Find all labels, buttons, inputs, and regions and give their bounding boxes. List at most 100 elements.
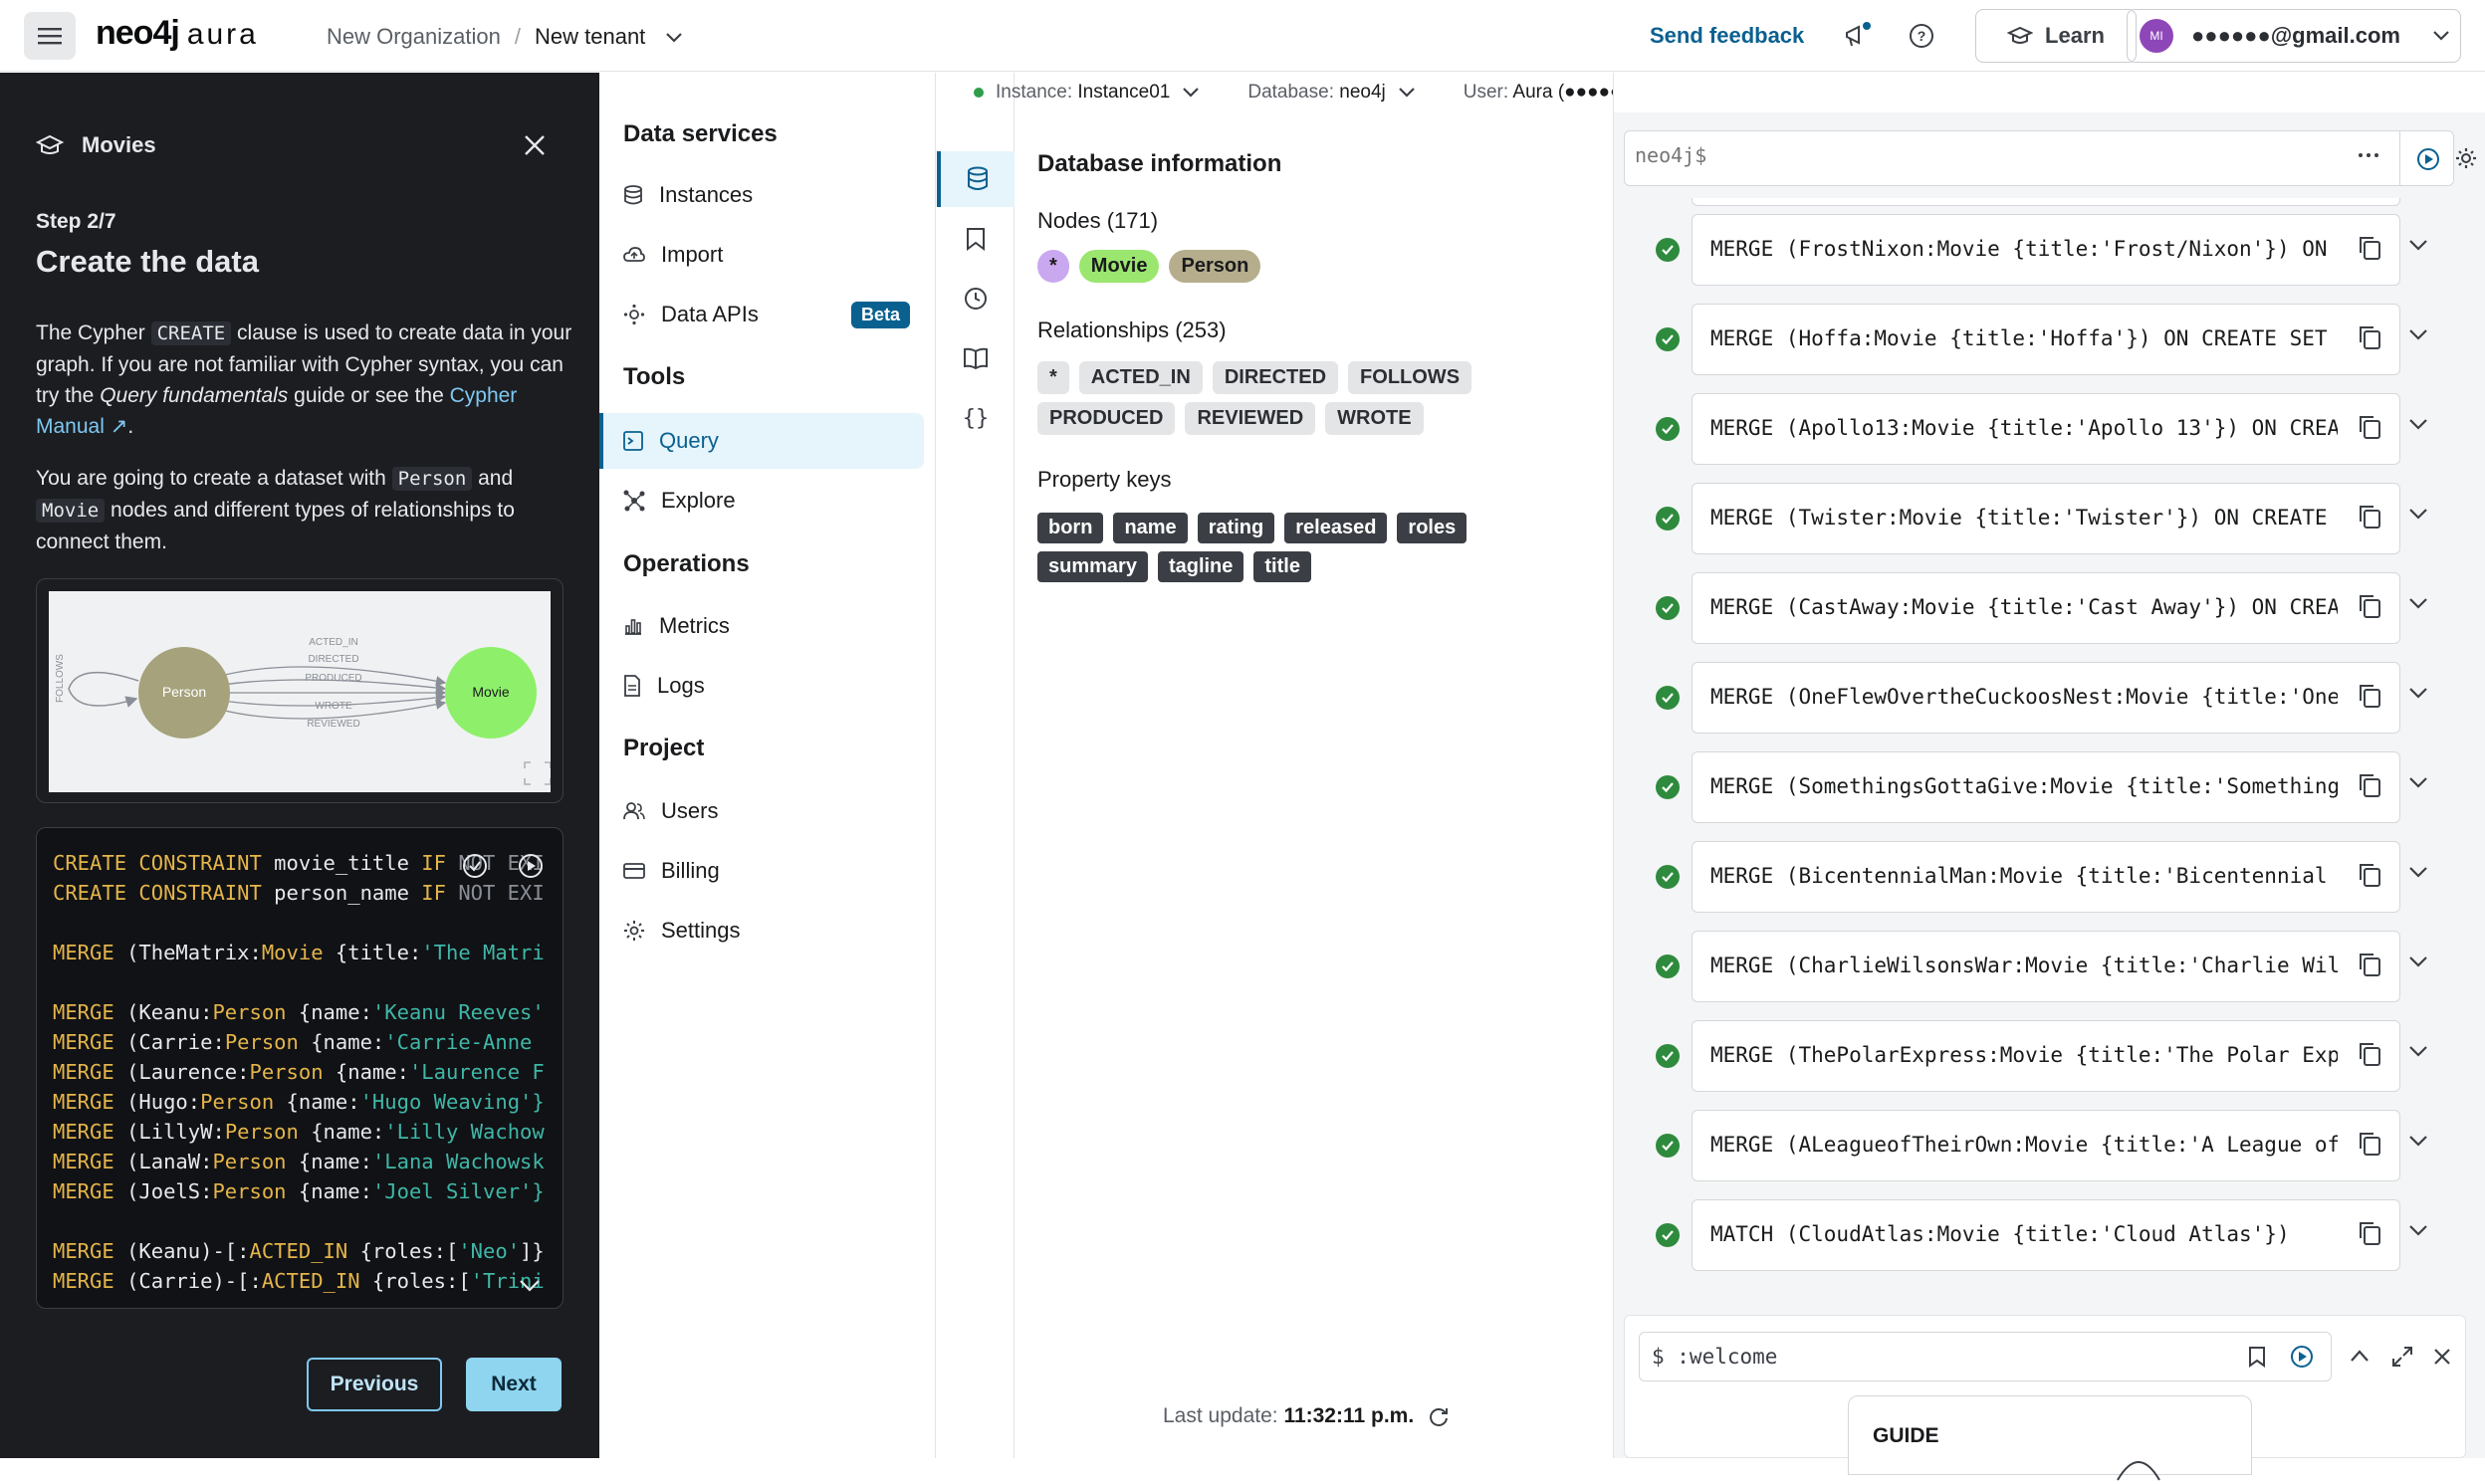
sidebar-item-data-apis[interactable]: Data APIs Beta: [599, 287, 924, 342]
sidebar-item-query[interactable]: Query: [599, 413, 924, 469]
frame-query-box[interactable]: MERGE (Twister:Movie {title:'Twister'}) …: [1692, 483, 2400, 554]
chevron-down-icon[interactable]: [2408, 596, 2428, 610]
node-label-chip[interactable]: Movie: [1078, 250, 1160, 283]
next-button[interactable]: Next: [466, 1358, 562, 1411]
copy-icon[interactable]: [2358, 504, 2381, 530]
chevron-down-icon[interactable]: [2408, 417, 2428, 431]
refresh-icon[interactable]: [1428, 1405, 1450, 1427]
sidebar-item-users[interactable]: Users: [599, 783, 924, 839]
frame-query-box[interactable]: MERGE (Apollo13:Movie {title:'Apollo 13'…: [1692, 393, 2400, 465]
megaphone-icon[interactable]: [1842, 20, 1874, 52]
query-frame[interactable]: MERGE (Apollo13:Movie {title:'Apollo 13'…: [1636, 393, 2428, 465]
query-frame[interactable]: MERGE (Hoffa:Movie {title:'Hoffa'}) ON C…: [1636, 304, 2428, 375]
copy-icon[interactable]: [2358, 324, 2381, 350]
frame-query-box[interactable]: MERGE (CharlieWilsonsWar:Movie {title:'C…: [1692, 931, 2400, 1002]
breadcrumb-tenant[interactable]: New tenant: [535, 24, 646, 49]
database-info-tab[interactable]: [937, 151, 1015, 207]
frame-query-box[interactable]: MATCH (CloudAtlas:Movie {title:'Cloud At…: [1692, 1199, 2400, 1271]
chevron-down-icon[interactable]: [2408, 238, 2428, 252]
expand-icon[interactable]: [524, 761, 551, 785]
query-frame[interactable]: MERGE (FrostNixon:Movie {title:'Frost/Ni…: [1636, 214, 2428, 286]
property-key-chip[interactable]: born: [1037, 513, 1104, 543]
chevron-down-icon[interactable]: [2408, 865, 2428, 879]
chevron-down-icon[interactable]: [1182, 87, 1200, 99]
relationship-chip[interactable]: WROTE: [1325, 402, 1424, 435]
run-icon[interactable]: [2290, 1345, 2314, 1369]
query-frame[interactable]: MATCH (CloudAtlas:Movie {title:'Cloud At…: [1636, 1199, 2428, 1271]
sidebar-item-billing[interactable]: Billing: [599, 843, 924, 899]
chevron-down-icon[interactable]: [2408, 1223, 2428, 1237]
query-frame[interactable]: MERGE (ThePolarExpress:Movie {title:'The…: [1636, 1020, 2428, 1092]
frame-query-box[interactable]: MERGE (Hoffa:Movie {title:'Hoffa'}) ON C…: [1692, 304, 2400, 375]
frame-command[interactable]: $ :welcome: [1639, 1332, 2332, 1381]
send-feedback-link[interactable]: Send feedback: [1650, 23, 1805, 48]
saved-cypher-tab[interactable]: [937, 211, 1015, 267]
fullscreen-icon[interactable]: [2391, 1346, 2413, 1368]
property-key-chip[interactable]: summary: [1037, 551, 1148, 582]
relationship-chip[interactable]: REVIEWED: [1185, 402, 1316, 435]
query-frame[interactable]: MERGE (OneFlewOvertheCuckoosNest:Movie {…: [1636, 662, 2428, 734]
guides-tab[interactable]: [937, 330, 1015, 386]
close-icon[interactable]: [2433, 1348, 2451, 1366]
property-key-chip[interactable]: rating: [1197, 513, 1275, 543]
frame-query-box[interactable]: MERGE (CastAway:Movie {title:'Cast Away'…: [1692, 572, 2400, 644]
account-menu[interactable]: MI ●●●●●●@gmail.com: [2127, 9, 2461, 63]
copy-icon[interactable]: [2358, 862, 2381, 888]
node-label-chip[interactable]: Person: [1169, 250, 1261, 283]
relationship-chip[interactable]: DIRECTED: [1212, 361, 1339, 394]
frame-query-box[interactable]: MERGE (BicentennialMan:Movie {title:'Bic…: [1692, 841, 2400, 913]
guide-card[interactable]: GUIDE: [1848, 1395, 2252, 1481]
query-frame[interactable]: MERGE (CharlieWilsonsWar:Movie {title:'C…: [1636, 931, 2428, 1002]
more-options-icon[interactable]: [2358, 151, 2379, 159]
node-label-chip[interactable]: *: [1037, 250, 1069, 283]
learn-button[interactable]: Learn: [1975, 9, 2137, 63]
property-key-chip[interactable]: name: [1113, 513, 1188, 543]
frame-query-box[interactable]: MERGE (ALeagueofTheirOwn:Movie {title:'A…: [1692, 1110, 2400, 1181]
parameters-tab[interactable]: {}: [937, 390, 1015, 446]
copy-icon[interactable]: [2358, 772, 2381, 798]
frames-scroll-area[interactable]: MERGE (FrostNixon:Movie {title:'Frost/Ni…: [1636, 198, 2428, 1293]
query-frame[interactable]: MERGE (BicentennialMan:Movie {title:'Bic…: [1636, 841, 2428, 913]
bookmark-icon[interactable]: [2248, 1346, 2266, 1368]
copy-icon[interactable]: [2358, 1220, 2381, 1246]
database-selector[interactable]: Database: neo4j: [1247, 82, 1386, 103]
chevron-down-icon[interactable]: [2408, 327, 2428, 341]
sidebar-item-instances[interactable]: Instances: [599, 167, 924, 223]
property-key-chip[interactable]: tagline: [1157, 551, 1244, 582]
sidebar-item-logs[interactable]: Logs: [599, 658, 924, 714]
relationship-chip[interactable]: FOLLOWS: [1348, 361, 1472, 394]
help-icon[interactable]: ?: [1906, 20, 1937, 52]
query-frame[interactable]: MERGE (SomethingsGottaGive:Movie {title:…: [1636, 751, 2428, 823]
breadcrumb-org[interactable]: New Organization: [327, 24, 501, 49]
sidebar-item-settings[interactable]: Settings: [599, 903, 924, 958]
query-frame[interactable]: MERGE (ALeagueofTheirOwn:Movie {title:'A…: [1636, 1110, 2428, 1181]
history-tab[interactable]: [937, 271, 1015, 326]
expand-code-icon[interactable]: [519, 1278, 541, 1294]
property-key-chip[interactable]: title: [1253, 551, 1311, 582]
chevron-down-icon[interactable]: [2408, 1134, 2428, 1148]
relationship-chip[interactable]: PRODUCED: [1037, 402, 1176, 435]
frame-query-box[interactable]: MERGE (SomethingsGottaGive:Movie {title:…: [1692, 751, 2400, 823]
chevron-down-icon[interactable]: [2408, 686, 2428, 700]
chevron-down-icon[interactable]: [1398, 87, 1416, 99]
chevron-down-icon[interactable]: [2408, 507, 2428, 521]
chevron-down-icon[interactable]: [2408, 954, 2428, 968]
query-frame[interactable]: MERGE (CastAway:Movie {title:'Cast Away'…: [1636, 572, 2428, 644]
copy-icon[interactable]: [2358, 683, 2381, 709]
copy-icon[interactable]: [2358, 593, 2381, 619]
chevron-down-icon[interactable]: [2408, 775, 2428, 789]
menu-button[interactable]: [24, 12, 76, 60]
close-guide-button[interactable]: [522, 132, 552, 162]
frame-query-box[interactable]: MERGE (ThePolarExpress:Movie {title:'The…: [1692, 1020, 2400, 1092]
copy-icon[interactable]: [2358, 1131, 2381, 1157]
query-frame[interactable]: MERGE (Twister:Movie {title:'Twister'}) …: [1636, 483, 2428, 554]
copy-icon[interactable]: [2358, 952, 2381, 977]
sidebar-item-explore[interactable]: Explore: [599, 473, 924, 529]
relationship-chip[interactable]: ACTED_IN: [1078, 361, 1203, 394]
chevron-down-icon[interactable]: [2408, 1044, 2428, 1058]
chevron-down-icon[interactable]: [665, 32, 683, 44]
frame-query-box[interactable]: MERGE (OneFlewOvertheCuckoosNest:Movie {…: [1692, 662, 2400, 734]
cypher-editor[interactable]: [1624, 130, 2454, 186]
frame-query-box[interactable]: MERGE (FrostNixon:Movie {title:'Frost/Ni…: [1692, 214, 2400, 286]
